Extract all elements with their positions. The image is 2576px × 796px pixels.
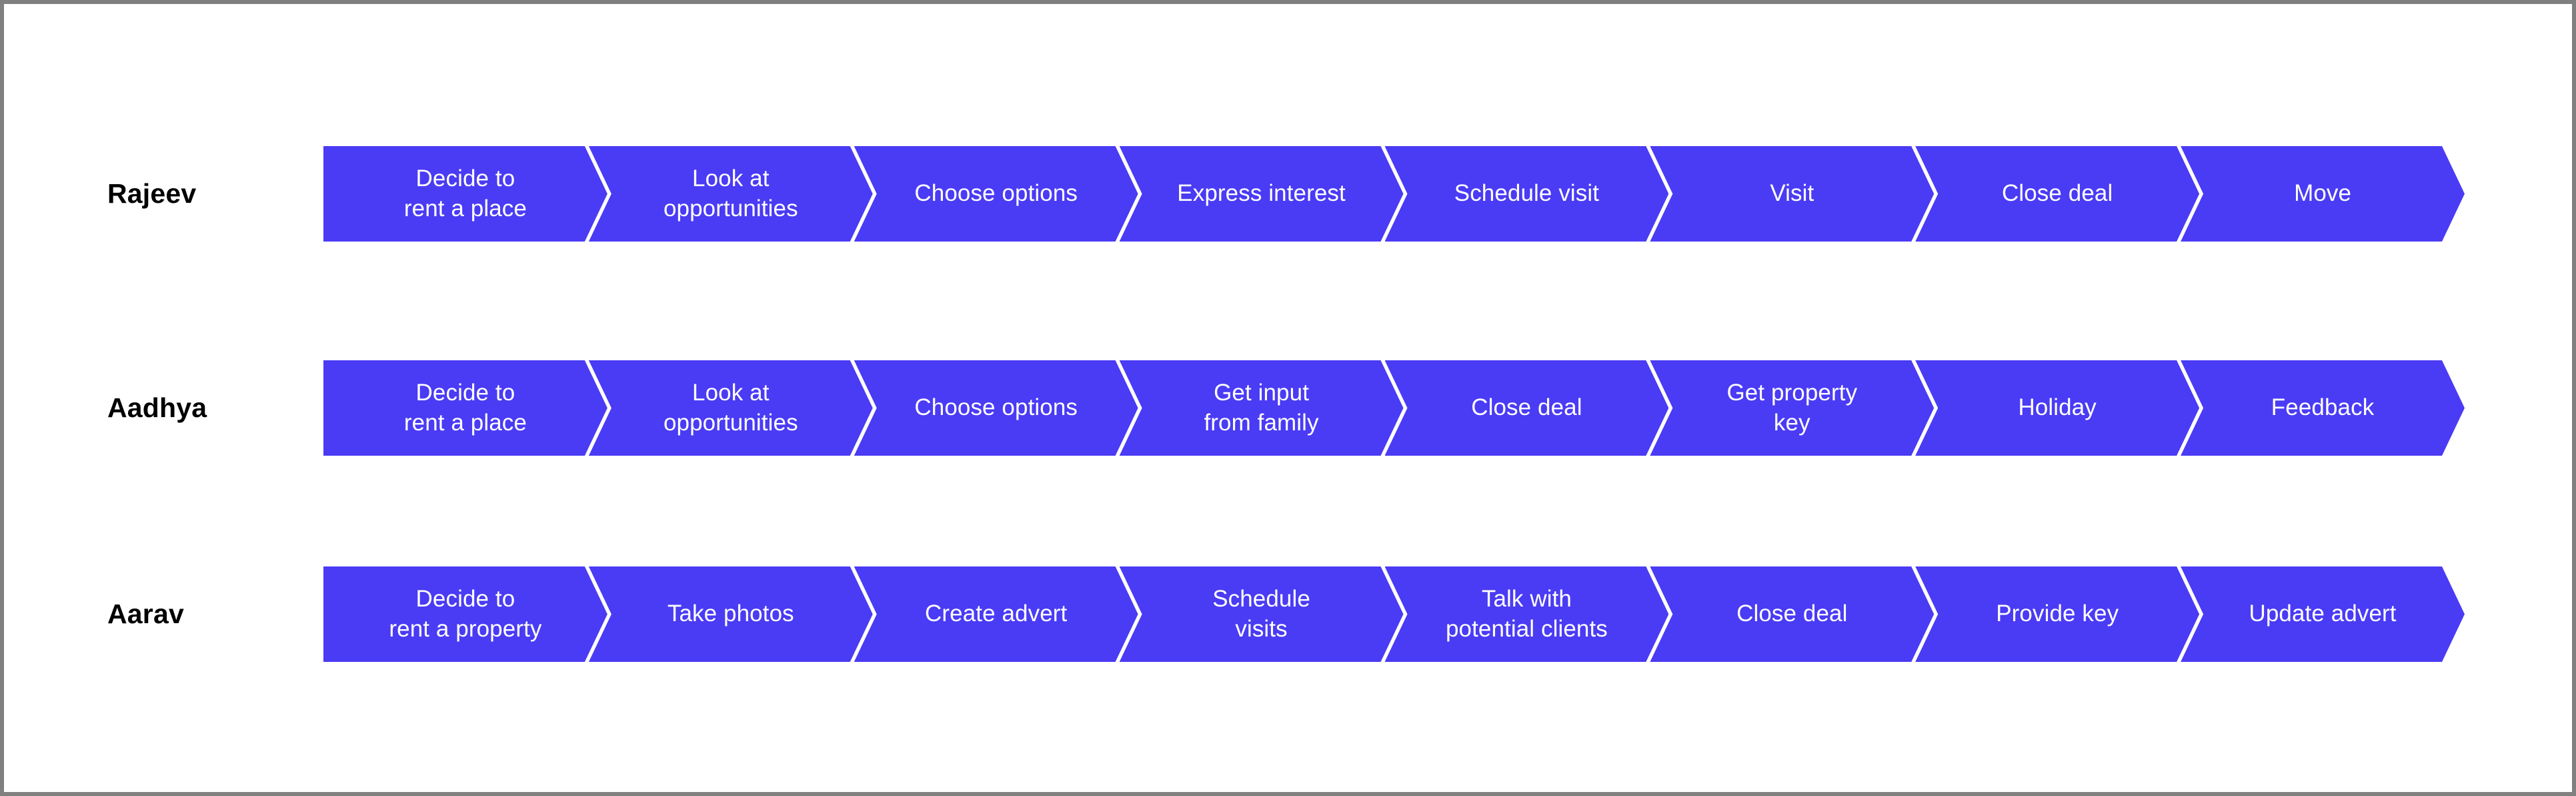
persona-label-aadhya: Aadhya xyxy=(107,392,207,423)
persona-label-aarav: Aarav xyxy=(107,599,184,629)
journey-step[interactable]: Decide to rent a property xyxy=(323,566,607,662)
journey-row: Aarav Decide to rent a property Take pho… xyxy=(4,566,2572,662)
journey-step[interactable]: Decide to rent a place xyxy=(323,360,607,456)
journey-step[interactable]: Move xyxy=(2181,146,2465,242)
journey-step[interactable]: Holiday xyxy=(1915,360,2199,456)
journey-step[interactable]: Look at opportunities xyxy=(589,360,873,456)
journey-step[interactable]: Schedule visit xyxy=(1385,146,1669,242)
journey-step[interactable]: Take photos xyxy=(589,566,873,662)
journey-step-label: Express interest xyxy=(1177,180,1346,207)
journey-step[interactable]: Close deal xyxy=(1915,146,2199,242)
journey-step-label: Choose options xyxy=(914,180,1078,207)
journey-step-label: Holiday xyxy=(2018,394,2097,421)
journey-step[interactable]: Visit xyxy=(1650,146,1934,242)
journey-step[interactable]: Provide key xyxy=(1915,566,2199,662)
journey-step-label: Get property key xyxy=(1726,380,1858,436)
journey-step[interactable]: Choose options xyxy=(854,360,1138,456)
journey-step[interactable]: Create advert xyxy=(854,566,1138,662)
journey-step-label: Create advert xyxy=(925,601,1068,627)
journey-row: Aadhya Decide to rent a place Look at op… xyxy=(4,360,2572,456)
journey-step[interactable]: Express interest xyxy=(1120,146,1404,242)
journey-step[interactable]: Close deal xyxy=(1650,566,1934,662)
journey-step-label: Get input from family xyxy=(1204,380,1319,436)
journey-step-label: Decide to rent a place xyxy=(403,380,527,436)
journey-step-label: Update advert xyxy=(2249,601,2397,627)
journey-step-label: Decide to rent a property xyxy=(389,586,542,642)
journey-step[interactable]: Feedback xyxy=(2181,360,2465,456)
journey-row: Rajeev Decide to rent a place Look at op… xyxy=(4,146,2572,242)
journey-step-label: Take photos xyxy=(667,601,794,627)
journey-step-label: Move xyxy=(2294,180,2352,207)
journey-step[interactable]: Update advert xyxy=(2181,566,2465,662)
journey-step-label: Schedule visit xyxy=(1454,180,1600,207)
journey-step-label: Schedule visits xyxy=(1212,586,1310,642)
journey-step-label: Close deal xyxy=(1736,601,1848,627)
journey-step-label: Visit xyxy=(1770,180,1814,207)
journey-step-label: Feedback xyxy=(2271,394,2375,421)
journey-step-label: Close deal xyxy=(2001,180,2113,207)
journey-step[interactable]: Get input from family xyxy=(1120,360,1404,456)
journey-rows: Rajeev Decide to rent a place Look at op… xyxy=(4,4,2572,792)
journey-step-label: Decide to rent a place xyxy=(403,165,527,222)
journey-step[interactable]: Close deal xyxy=(1385,360,1669,456)
chevron-track-aarav: Decide to rent a property Take photos Cr… xyxy=(323,566,2465,662)
journey-step[interactable]: Look at opportunities xyxy=(589,146,873,242)
persona-label-rajeev: Rajeev xyxy=(107,178,197,209)
journey-step-label: Look at opportunities xyxy=(663,165,798,222)
journey-step-label: Look at opportunities xyxy=(663,380,798,436)
journey-step[interactable]: Choose options xyxy=(854,146,1138,242)
journey-step-label: Choose options xyxy=(914,394,1078,421)
journey-step[interactable]: Talk with potential clients xyxy=(1385,566,1669,662)
journey-step-label: Provide key xyxy=(1996,601,2119,627)
journey-step-label: Close deal xyxy=(1471,394,1582,421)
journey-step[interactable]: Schedule visits xyxy=(1120,566,1404,662)
journey-step[interactable]: Get property key xyxy=(1650,360,1934,456)
journey-step[interactable]: Decide to rent a place xyxy=(323,146,607,242)
chevron-track-aadhya: Decide to rent a place Look at opportuni… xyxy=(323,360,2465,456)
journey-step-label: Talk with potential clients xyxy=(1445,586,1608,642)
chevron-track-rajeev: Decide to rent a place Look at opportuni… xyxy=(323,146,2465,242)
